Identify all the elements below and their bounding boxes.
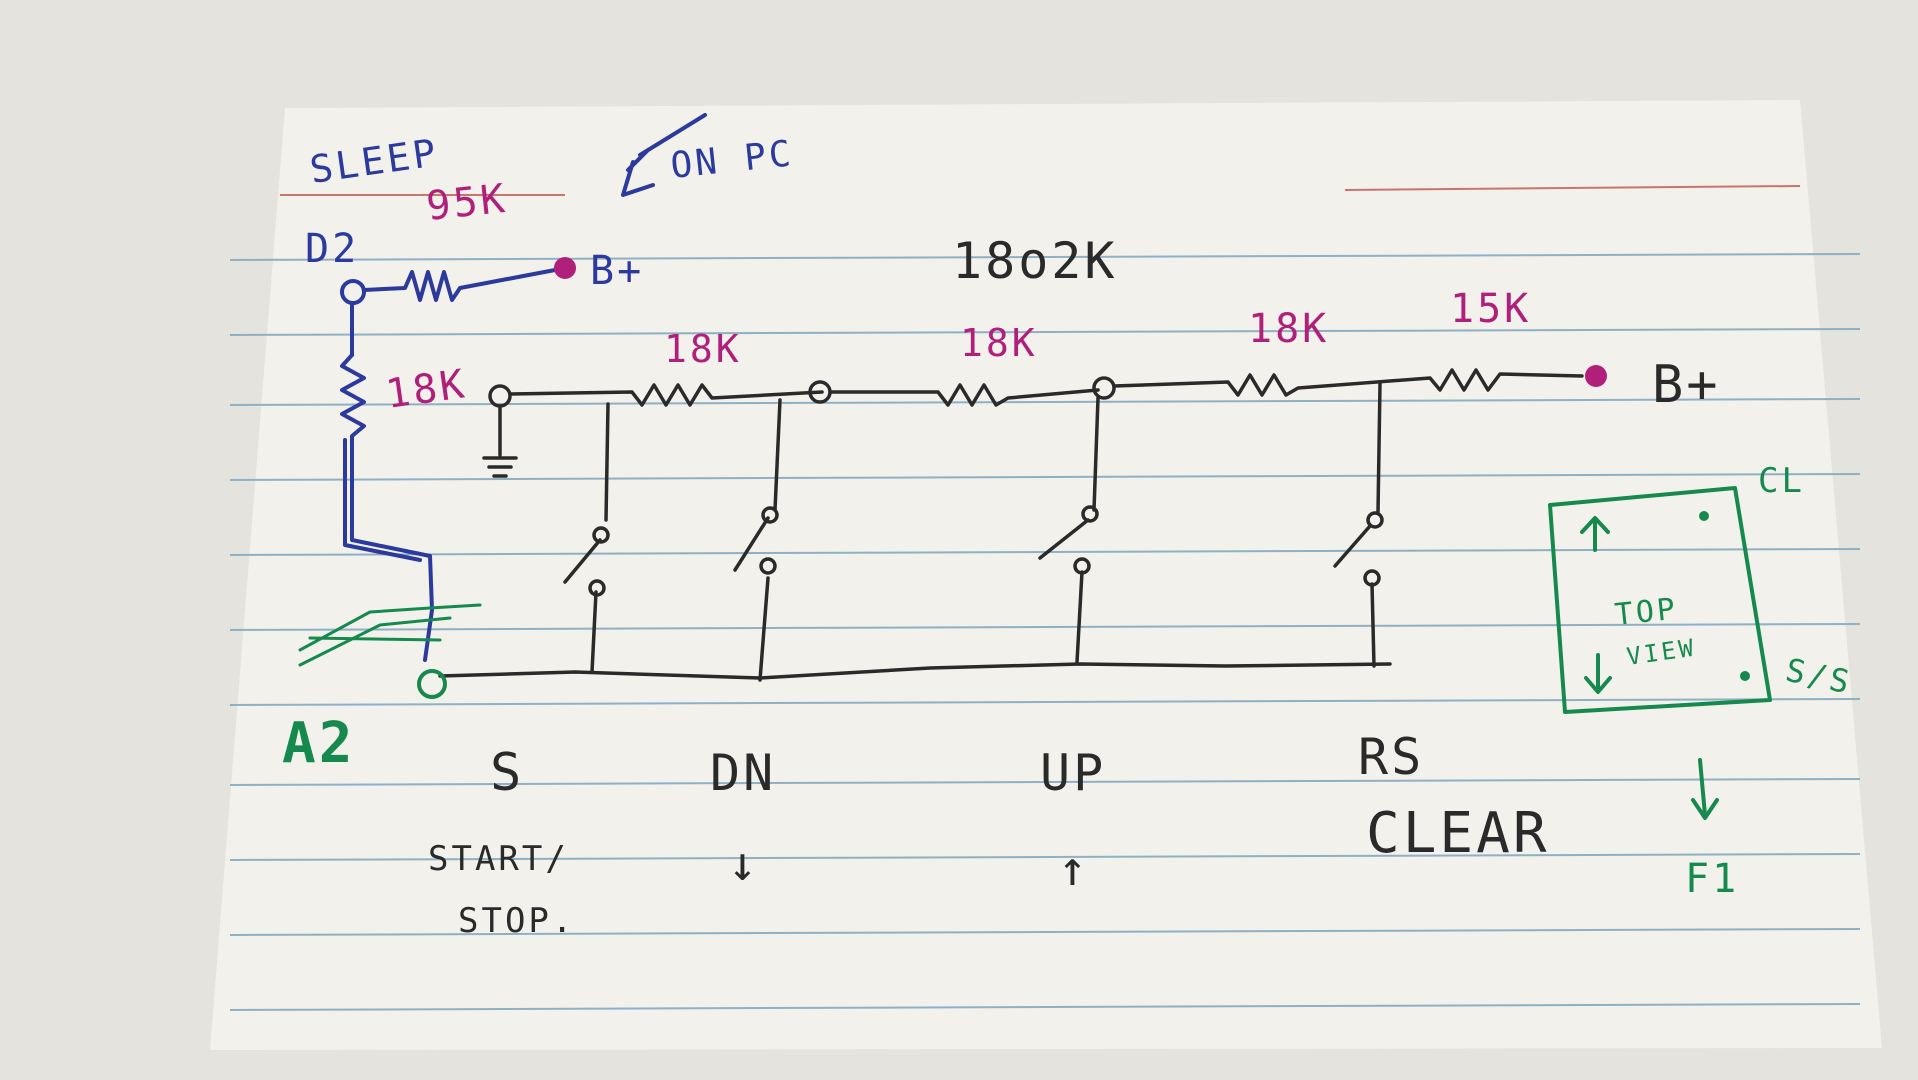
switch-rs-wire — [1333, 382, 1382, 668]
diagram-labels: SLEEP ON PC 18o2K D2 B+ B+ A2 95K 18K 18… — [282, 130, 1856, 941]
rule-line — [229, 853, 1861, 861]
switch-rs-contact-top — [1366, 511, 1384, 529]
button-up-desc: ↑ — [1058, 841, 1090, 897]
a2-terminal — [417, 669, 447, 699]
button-dn-desc: ↓ — [728, 836, 760, 892]
button-dn-code: DN — [710, 744, 776, 802]
top-view-dot-top — [1699, 511, 1709, 521]
bottom-bus-wire — [438, 662, 1392, 680]
rule-line — [229, 398, 1861, 406]
index-card — [210, 100, 1882, 1050]
green-annotations — [298, 486, 1772, 820]
switch-s-wire — [563, 402, 610, 674]
ladder-node-3 — [1092, 376, 1116, 400]
sleep-resistor-wire — [362, 268, 557, 302]
rule-line — [229, 1003, 1861, 1011]
button-s-code: S — [490, 743, 524, 803]
rule-line — [229, 778, 1861, 786]
rule-line — [229, 623, 1861, 631]
switch-dn-contact-bottom — [759, 557, 777, 575]
b-plus-top-label: B+ — [590, 248, 644, 294]
crossed-out-label-scribble — [298, 603, 482, 667]
ladder-resistor-3-4 — [1112, 368, 1584, 397]
top-view-down-arrow — [1584, 653, 1612, 694]
rule-line — [229, 928, 1861, 936]
button-s-desc: START/ — [428, 839, 569, 879]
button-s-desc-2: STOP. — [458, 901, 575, 941]
vertical-resistor-wire-2 — [343, 438, 422, 562]
button-ladder — [438, 368, 1584, 682]
resistor-4-label: 15K — [1450, 286, 1531, 332]
switch-up-wire — [1038, 396, 1100, 664]
card-surface — [210, 100, 1882, 1050]
button-up-code: UP — [1040, 744, 1106, 802]
f1-label: F1 — [1685, 856, 1739, 902]
sleep-resistor-label: 95K — [424, 176, 510, 230]
b-plus-terminals — [554, 257, 1607, 387]
a2-label: A2 — [282, 711, 355, 776]
resistor-2-label: 18K — [960, 321, 1038, 365]
top-view-label-1: TOP — [1613, 592, 1679, 633]
switch-dn-wire — [733, 398, 782, 682]
rule-line — [229, 253, 1861, 261]
top-view-dot-bottom — [1740, 671, 1750, 681]
button-rs-code: RS — [1358, 728, 1424, 786]
total-resistance-note: 18o2K — [952, 232, 1118, 290]
d2-label: D2 — [305, 226, 359, 272]
card-rule-lines — [229, 253, 1861, 1011]
rule-line — [229, 698, 1861, 706]
b-plus-right-terminal — [1585, 365, 1607, 387]
resistor-3-label: 18K — [1248, 306, 1329, 352]
switch-up-contact-bottom — [1073, 557, 1091, 575]
ladder-resistor-2 — [828, 383, 1100, 407]
switch-rs-contact-bottom — [1363, 569, 1381, 587]
button-rs-desc: CLEAR — [1366, 801, 1550, 866]
sleep-circuit — [340, 113, 707, 662]
top-view-box — [1548, 486, 1772, 714]
vertical-resistor-wire — [340, 353, 434, 662]
b-plus-top-terminal — [554, 257, 576, 279]
ladder-resistor-1 — [508, 383, 824, 407]
rule-line — [229, 473, 1861, 481]
rule-line — [229, 328, 1861, 336]
vertical-resistor-label: 18K — [383, 361, 470, 418]
top-view-corner-cl: CL — [1758, 461, 1805, 501]
switch-dn-contact-top — [761, 506, 779, 524]
on-pc-arrow — [621, 113, 707, 197]
margin-line-right — [1344, 185, 1801, 191]
switch-s-contact-top — [592, 526, 610, 544]
ground-symbol — [482, 404, 518, 478]
b-plus-right-label: B+ — [1652, 355, 1721, 415]
switch-up-contact-top — [1081, 505, 1099, 523]
resistor-1-label: 18K — [664, 327, 742, 371]
switch-s-contact-bottom — [588, 579, 606, 597]
f1-arrow — [1691, 758, 1719, 820]
top-view-up-arrow — [1580, 516, 1610, 552]
